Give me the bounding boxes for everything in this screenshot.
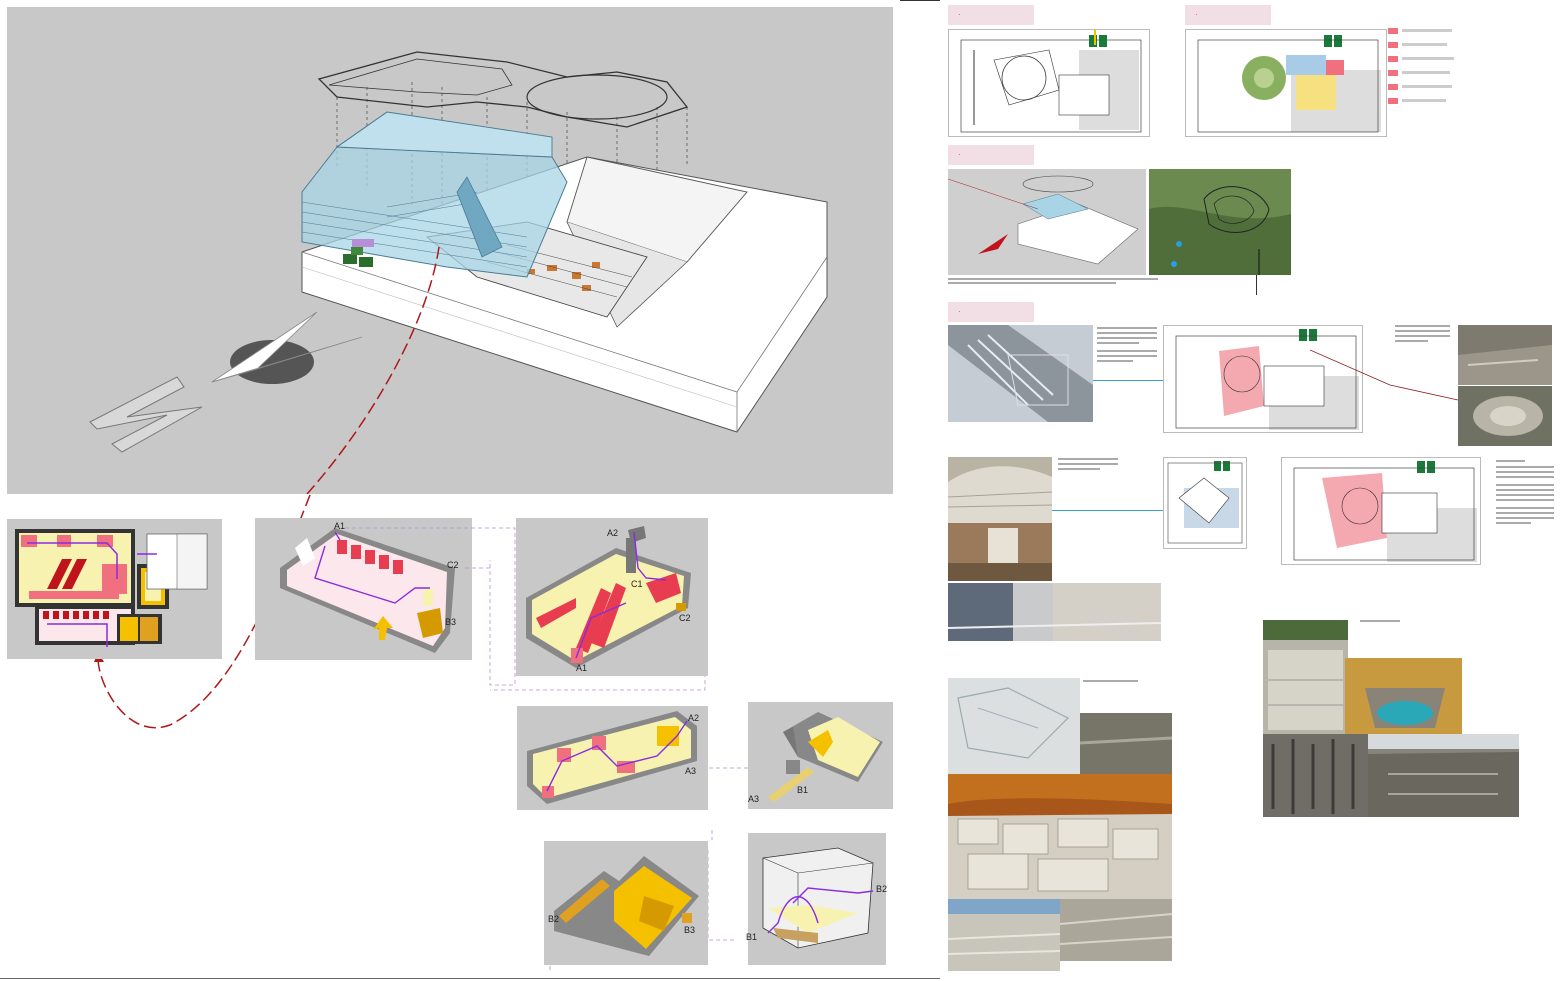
label-b3-bottom: B3 [684, 925, 696, 935]
main-model-panel [7, 7, 893, 494]
quarry-photo-right-1 [1458, 325, 1552, 385]
axon-diagram-3 [527, 711, 697, 804]
axon-diagram-6 [762, 847, 874, 949]
plan-sheet-1 [948, 29, 1150, 137]
quarry-photo-row5-1 [947, 583, 1162, 641]
axon-diagram-4 [768, 712, 883, 802]
caption-row4a [1058, 458, 1118, 478]
connector-line-blue-1 [1093, 380, 1223, 381]
quarry-photo-right-big-3 [1368, 734, 1519, 817]
caption-row3a [1097, 327, 1157, 377]
legend-block [1388, 28, 1458, 108]
quarry-aerial-photo [948, 325, 1093, 422]
axon-diagram-2 [526, 526, 691, 668]
axon-panel-4: B1 A3 [748, 702, 893, 809]
floor-plan-diagram [15, 529, 208, 647]
caption-row3b [1395, 325, 1450, 355]
plan-sheet-5 [1281, 457, 1481, 565]
connector-line-blue-2 [1052, 510, 1177, 511]
label-a3-low: A3 [685, 766, 697, 776]
label-a1-mid: A1 [576, 663, 588, 673]
label-a3-right: A3 [748, 794, 760, 804]
axon-panel-6: B2 B1 [746, 833, 888, 965]
quarry-photo-lake [1345, 658, 1462, 734]
quarry-photo-collage-3 [947, 899, 1061, 971]
label-a2-mid: A2 [607, 528, 619, 538]
caption-right-collage [1360, 620, 1400, 626]
label-c2-top: C2 [447, 560, 459, 570]
caption-line-arrow [1256, 275, 1257, 295]
plan-sheet-2 [1185, 29, 1387, 137]
quarry-photo-right-big-2 [1263, 734, 1368, 817]
label-b3-top: B3 [445, 617, 457, 627]
label-b2-right: B2 [876, 884, 888, 894]
caption-row6 [1083, 680, 1138, 686]
quarry-photo-autumn [948, 774, 1172, 899]
quarry-photo-collage-4 [1059, 899, 1173, 961]
floor-plan-panel [7, 519, 222, 659]
quarry-photo-right-big-1 [1263, 620, 1348, 735]
label-a1-top: A1 [334, 521, 346, 531]
caption-row4b [1496, 460, 1554, 560]
label-b1-bottom: B1 [746, 932, 758, 942]
tab-4: · [948, 302, 1034, 322]
quarry-photo-collage-2 [1079, 713, 1173, 775]
plan-sketch-2 [1197, 35, 1381, 133]
building-model-diagram [301, 51, 828, 494]
axon-panel-2: A2 C1 C2 A1 [516, 518, 708, 676]
axon-panel-3: A2 A3 [517, 706, 708, 810]
site-aerial-photo [1149, 169, 1291, 275]
axon-panel-1: A1 C2 B3 [255, 518, 472, 660]
plan-sheet-3 [1163, 325, 1363, 433]
tab-1: · [948, 5, 1034, 25]
label-b1-right: B1 [797, 785, 809, 795]
tab-3: · [948, 145, 1034, 165]
bottom-rule [0, 978, 940, 979]
interior-photo [948, 523, 1052, 581]
quarry-wall-photo [947, 457, 1053, 523]
label-c1-mid: C1 [631, 579, 643, 589]
axon-diagram-1 [280, 528, 455, 653]
tab-2: · [1185, 5, 1271, 25]
top-mark [900, 0, 940, 1]
plan-sheet-4 [1163, 457, 1247, 549]
north-arrow-icon [89, 311, 363, 453]
model-thumbnail [947, 169, 1146, 275]
label-b2-bottom: B2 [548, 914, 560, 924]
quarry-photo-collage-1 [948, 678, 1080, 774]
label-c2-mid: C2 [679, 613, 691, 623]
quarry-photo-right-2 [1458, 386, 1552, 446]
label-a2-low: A2 [688, 713, 700, 723]
axon-panel-5: B2 B3 [544, 841, 708, 965]
plan-sketch-1 [960, 30, 1142, 133]
caption-row2 [948, 278, 1158, 288]
red-connector-right [1310, 349, 1459, 401]
axon-diagram-5 [554, 856, 699, 956]
